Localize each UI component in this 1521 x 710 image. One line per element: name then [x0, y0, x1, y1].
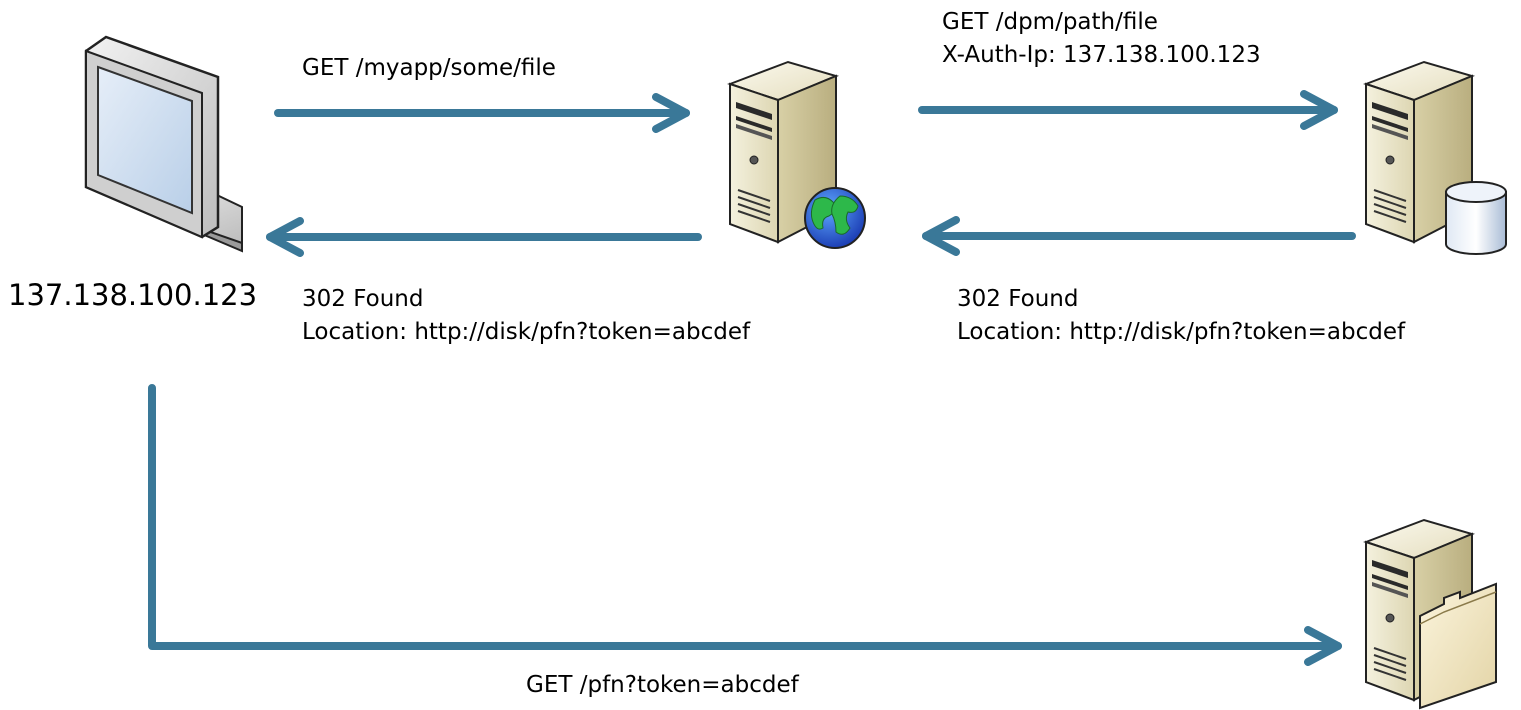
disk-request-label: GET /pfn?token=abcdef: [526, 669, 799, 702]
file-server-icon: [1365, 519, 1497, 710]
client-response-line1: 302 Found: [302, 286, 424, 312]
web-server-icon: [729, 61, 866, 249]
client-request-label: GET /myapp/some/file: [302, 52, 556, 85]
forward-request-label: GET /dpm/path/file X-Auth-Ip: 137.138.10…: [942, 6, 1261, 72]
client-response-line2: Location: http://disk/pfn?token=abcdef: [302, 319, 751, 345]
arrow-client-to-web: [274, 93, 690, 133]
arrow-client-to-disk: [148, 384, 1342, 666]
disk-request-line1: GET /pfn?token=abcdef: [526, 672, 799, 698]
database-server-icon: [1365, 61, 1507, 255]
dpm-response-line2: Location: http://disk/pfn?token=abcdef: [957, 319, 1406, 345]
arrow-web-to-client: [266, 217, 702, 257]
dpm-response-label: 302 Found Location: http://disk/pfn?toke…: [957, 283, 1405, 349]
client-response-label: 302 Found Location: http://disk/pfn?toke…: [302, 283, 750, 349]
client-ip: 137.138.100.123: [8, 278, 258, 312]
folder-icon: [1419, 582, 1497, 710]
forward-request-line1: GET /dpm/path/file: [942, 9, 1158, 35]
arrow-web-to-dpm: [918, 90, 1338, 130]
client-request-line1: GET /myapp/some/file: [302, 55, 556, 81]
computer-monitor-icon: [84, 35, 243, 253]
dpm-response-line1: 302 Found: [957, 286, 1079, 312]
forward-request-line2: X-Auth-Ip: 137.138.100.123: [942, 42, 1261, 68]
globe-icon: [804, 187, 866, 249]
database-cylinder-icon: [1445, 181, 1507, 255]
client-ip-label: 137.138.100.123: [8, 276, 257, 314]
arrow-dpm-to-web: [922, 216, 1356, 256]
